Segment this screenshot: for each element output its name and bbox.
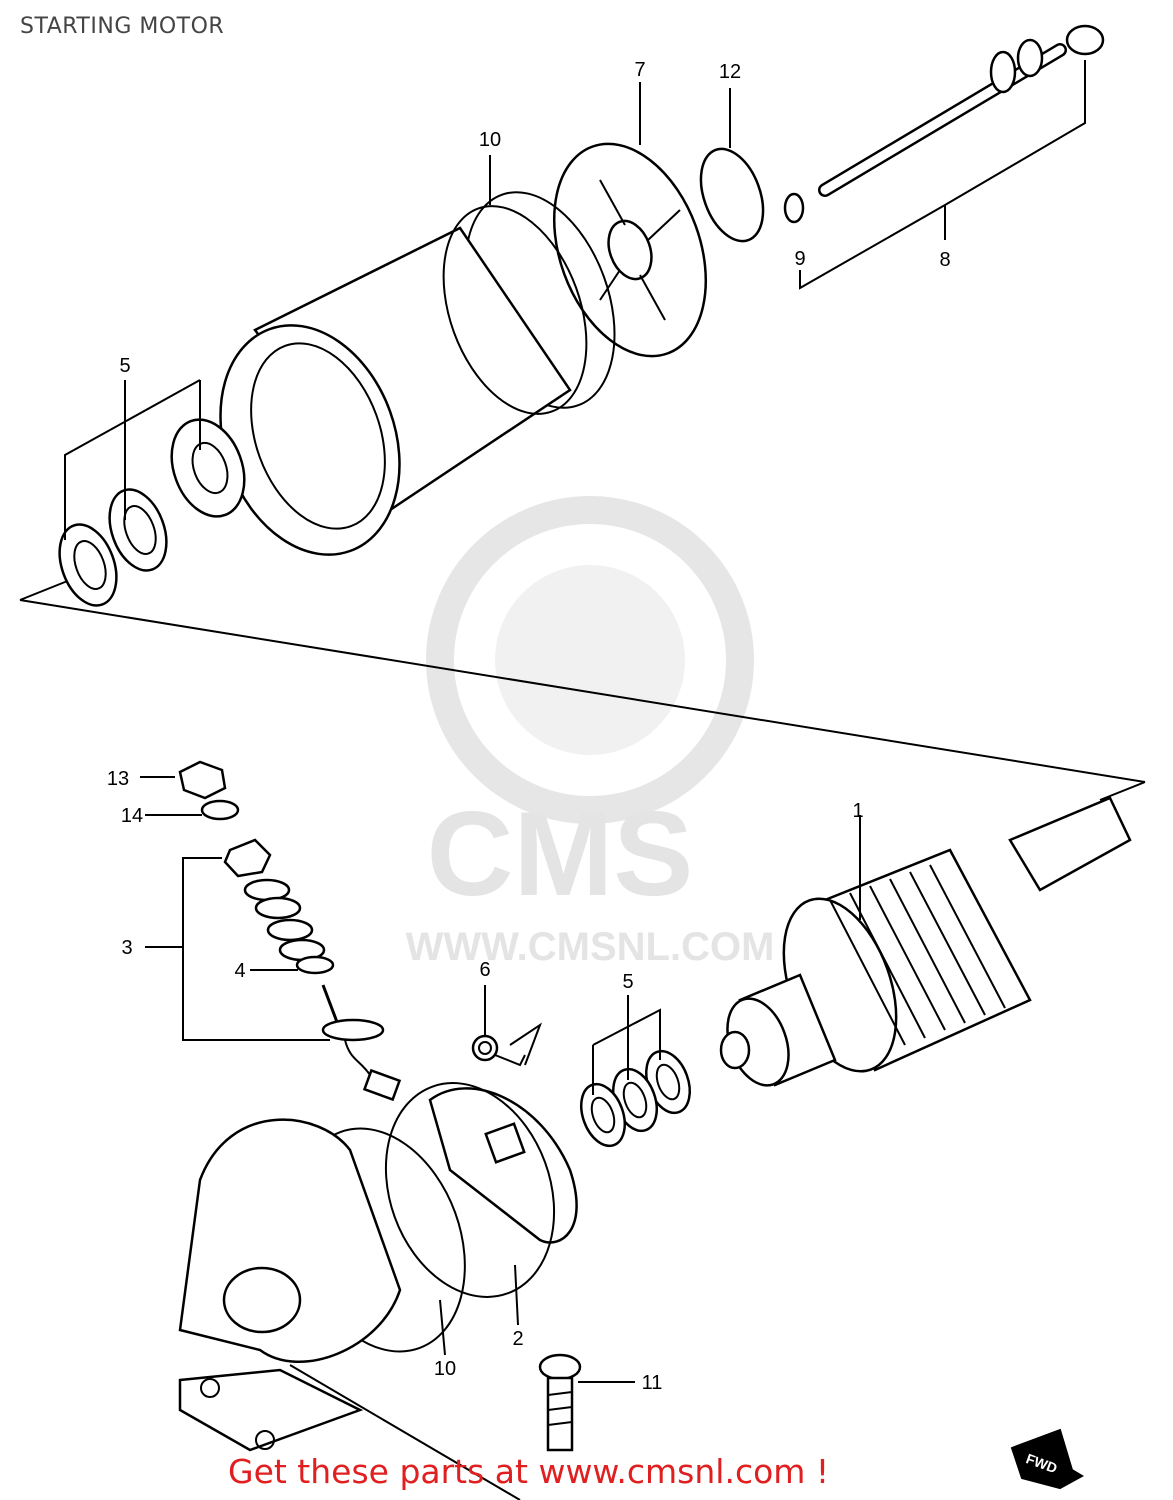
- callout-5-top: 5: [119, 355, 130, 377]
- fwd-direction-mark: FWD: [1010, 1428, 1085, 1490]
- motor-yoke: [219, 205, 588, 556]
- part-5-washer-set-bottom: [580, 1049, 691, 1148]
- part-5-washer-set-top: [58, 418, 246, 607]
- housing-end-cover: [178, 1118, 402, 1452]
- callout-9: 9: [794, 248, 805, 270]
- part-12-o-ring: [699, 147, 765, 243]
- callout-6: 6: [479, 959, 490, 981]
- callout-14: 14: [121, 805, 143, 827]
- part-2-brush-holder: [384, 1082, 578, 1298]
- part-8-thru-bolt: [818, 24, 1105, 197]
- part-13-nut: [178, 760, 227, 800]
- watermark-logo-text: CMS: [427, 787, 694, 921]
- assembly-divider: [19, 579, 1146, 801]
- footer-cta-link[interactable]: Get these parts at www.cmsnl.com !: [228, 1452, 830, 1491]
- diagram-title: STARTING MOTOR: [20, 14, 225, 39]
- callout-8: 8: [939, 249, 950, 271]
- callout-5-bottom: 5: [622, 971, 633, 993]
- part-7-housing-end: [552, 142, 708, 358]
- callout-4: 4: [234, 960, 245, 982]
- part-1-armature: [719, 796, 1132, 1087]
- callout-12: 12: [719, 61, 741, 83]
- callout-7: 7: [634, 59, 645, 81]
- callout-1: 1: [852, 800, 863, 822]
- cms-watermark-logo: CMS WWW.CMSNL.COM: [406, 496, 775, 969]
- callout-13: 13: [107, 768, 129, 790]
- callout-10-top: 10: [479, 129, 501, 151]
- callout-10-bottom: 10: [434, 1358, 456, 1380]
- part-11-screw: [538, 1353, 582, 1452]
- callout-11: 11: [642, 1372, 663, 1394]
- part-6-brush-spring: [471, 1034, 526, 1067]
- part-3-terminal-set: [223, 838, 402, 1102]
- watermark-url-text: WWW.CMSNL.COM: [406, 925, 775, 969]
- callout-3: 3: [121, 937, 132, 959]
- callout-2: 2: [512, 1328, 523, 1350]
- part-9-o-ring: [783, 192, 805, 224]
- leader-lines: [64, 60, 1086, 1500]
- callout-labels: 7 12 10 9 8 5 13 14 3 4 6 5 1 2 10 11: [107, 59, 951, 1394]
- part-14-washer: [200, 799, 240, 821]
